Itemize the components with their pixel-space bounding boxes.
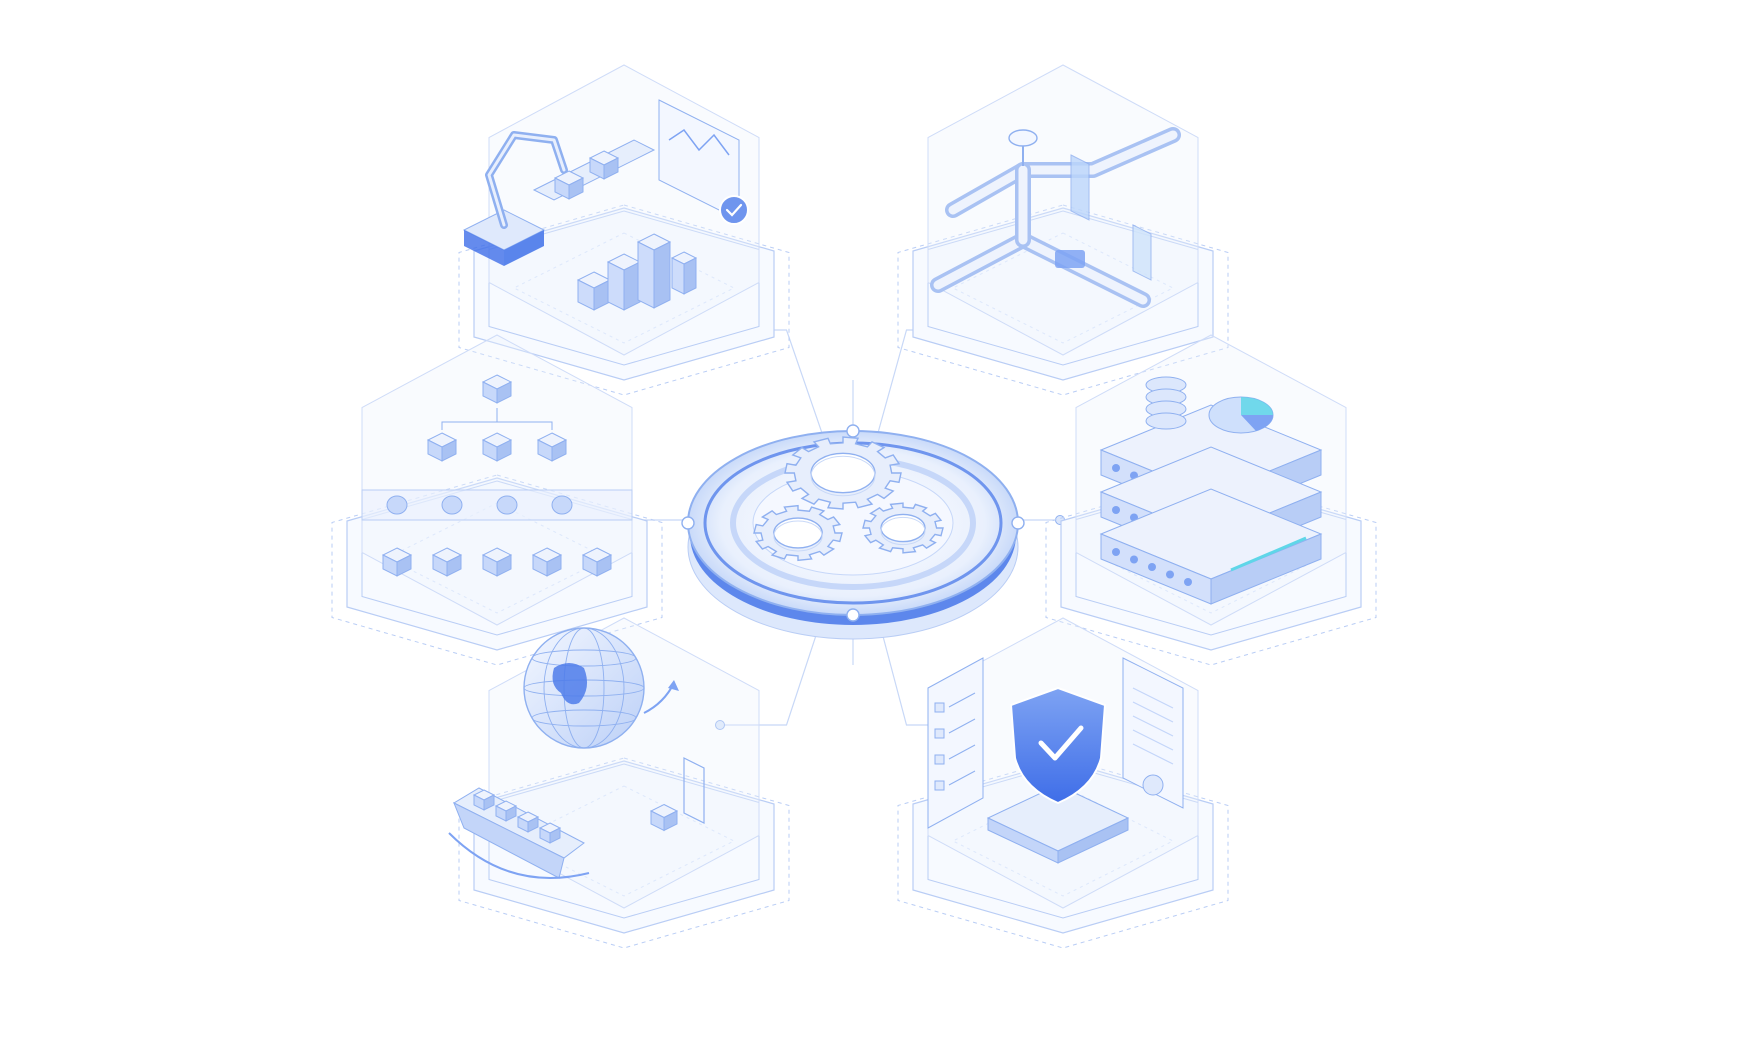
hierarchy-leaf-node	[581, 547, 613, 577]
hub-anchor-node	[681, 516, 695, 530]
cargo-container	[538, 822, 562, 844]
gears-icon	[753, 436, 944, 562]
gear-right	[862, 502, 944, 554]
globe-ship-icon	[448, 627, 705, 879]
module-tile-global-logistics	[448, 617, 790, 949]
bar-block	[636, 233, 672, 309]
cube-block	[553, 170, 585, 200]
server-database-icon	[1099, 376, 1323, 605]
cargo-box	[649, 803, 679, 832]
hierarchy-mid-node	[426, 432, 458, 462]
module-tile-security-compliance	[897, 617, 1229, 949]
central-hub	[681, 424, 1025, 640]
cargo-container	[516, 811, 540, 833]
module-tile-smart-manufacturing	[458, 64, 790, 396]
hierarchy-leaf-node	[381, 547, 413, 577]
hub-anchor-node	[846, 424, 860, 438]
module-tile-pipeline-monitoring	[897, 64, 1229, 396]
robot-arm-icon	[462, 99, 749, 311]
pipeline-icon	[930, 127, 1181, 308]
module-tile-hierarchy	[331, 334, 663, 666]
hub-anchor-node	[1011, 516, 1025, 530]
module-tile-data-storage	[1045, 334, 1377, 666]
cargo-container	[494, 800, 518, 822]
cargo-container	[472, 789, 496, 811]
cube-block	[588, 150, 620, 180]
bar-block	[576, 271, 612, 311]
hierarchy-leaf-node	[531, 547, 563, 577]
hub-anchor-node	[846, 608, 860, 622]
hierarchy-icon	[361, 374, 633, 577]
hierarchy-leaf-node	[481, 547, 513, 577]
hierarchy-root-node	[481, 374, 513, 404]
bar-block	[670, 251, 698, 295]
hierarchy-mid-node	[536, 432, 568, 462]
gear-large	[784, 436, 902, 510]
bar-block	[606, 253, 642, 311]
shield-check-icon	[927, 657, 1184, 864]
gear-left	[753, 504, 843, 562]
hierarchy-mid-node	[481, 432, 513, 462]
hierarchy-leaf-node	[431, 547, 463, 577]
connector-node	[715, 720, 725, 730]
